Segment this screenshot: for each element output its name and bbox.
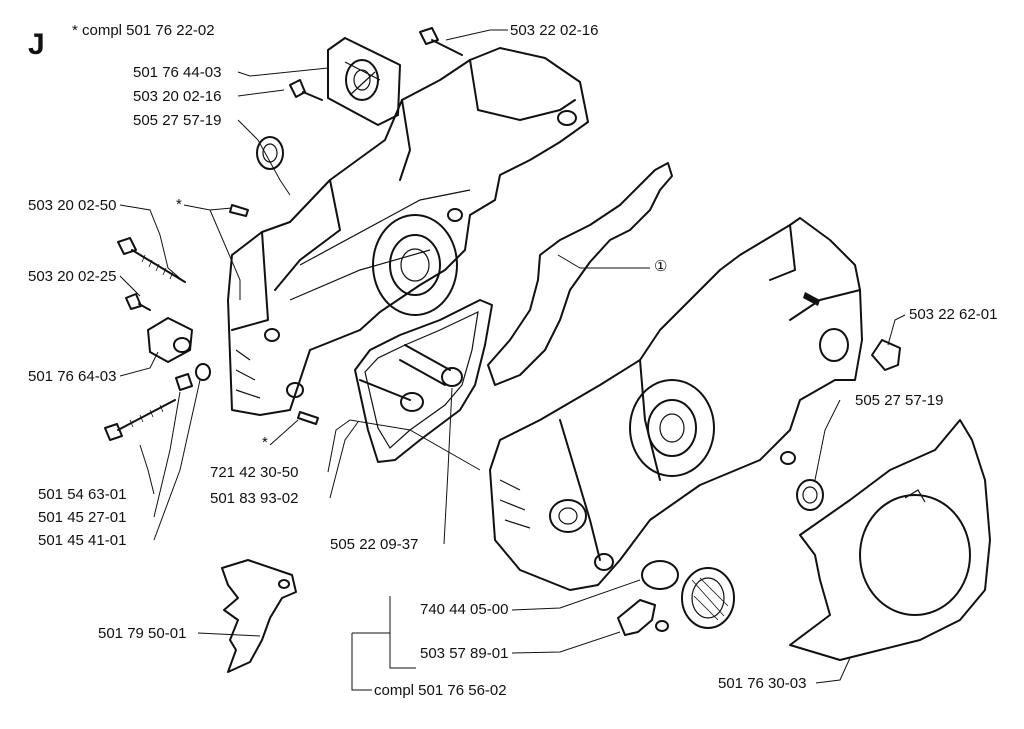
filter-cover-plate xyxy=(327,37,401,126)
label-501-45-27-01: 501 45 27-01 xyxy=(38,509,127,526)
screw-cover xyxy=(289,79,323,101)
label-503-20-02-50: 503 20 02-50 xyxy=(28,197,117,214)
label-503-20-02-25: 503 20 02-25 xyxy=(28,268,117,285)
leader-lines xyxy=(119,29,906,691)
chain-catcher xyxy=(221,559,297,673)
label-503-20-02-16: 503 20 02-16 xyxy=(133,88,222,105)
label-503-22-02-16-top: 503 22 02-16 xyxy=(510,22,599,39)
label-compl-501-76-56-02: compl 501 76 56-02 xyxy=(374,682,507,699)
label-505-27-57-19-left: 505 27 57-19 xyxy=(133,112,222,129)
section-letter: J xyxy=(28,28,45,61)
label-asterisk-1: * xyxy=(176,196,182,213)
label-721-42-30-50: 721 42 30-50 xyxy=(210,464,299,481)
label-501-76-44-03: 501 76 44-03 xyxy=(133,64,222,81)
left-crankcase-half xyxy=(227,47,589,416)
square-nut xyxy=(175,373,193,391)
washer xyxy=(195,363,211,381)
screw-top-right xyxy=(419,27,463,56)
gasket-one xyxy=(487,162,673,386)
oil-pump-assembly xyxy=(617,560,735,636)
bolts xyxy=(359,344,463,412)
gasket xyxy=(354,299,493,463)
label-501-76-30-03: 501 76 30-03 xyxy=(718,675,807,692)
clip xyxy=(871,339,901,371)
label-505-22-09-37: 505 22 09-37 xyxy=(330,536,419,553)
label-501-76-64-03: 501 76 64-03 xyxy=(28,368,117,385)
starter-housing xyxy=(789,419,991,661)
label-501-79-50-01: 501 79 50-01 xyxy=(98,625,187,642)
label-501-54-63-01: 501 54 63-01 xyxy=(38,486,127,503)
label-503-22-62-01: 503 22 62-01 xyxy=(909,306,998,323)
long-screw xyxy=(117,237,186,283)
short-screw xyxy=(125,293,151,311)
pin-upper xyxy=(229,204,249,217)
assembly-note: * compl 501 76 22-02 xyxy=(72,22,215,39)
seal-ring-right xyxy=(796,479,824,511)
label-circled-one: ① xyxy=(654,258,668,275)
right-crankcase-half xyxy=(489,217,863,591)
label-501-45-41-01: 501 45 41-01 xyxy=(38,532,127,549)
label-740-44-05-00: 740 44 05-00 xyxy=(420,601,509,618)
chain-tensioner-block xyxy=(147,317,193,363)
seal-ring-left xyxy=(256,136,284,170)
label-asterisk-2: * xyxy=(262,434,268,451)
tension-screw xyxy=(104,399,176,441)
label-505-27-57-19-right: 505 27 57-19 xyxy=(855,392,944,409)
label-501-83-93-02: 501 83 93-02 xyxy=(210,490,299,507)
label-503-57-89-01: 503 57 89-01 xyxy=(420,645,509,662)
pin-lower xyxy=(297,411,319,425)
